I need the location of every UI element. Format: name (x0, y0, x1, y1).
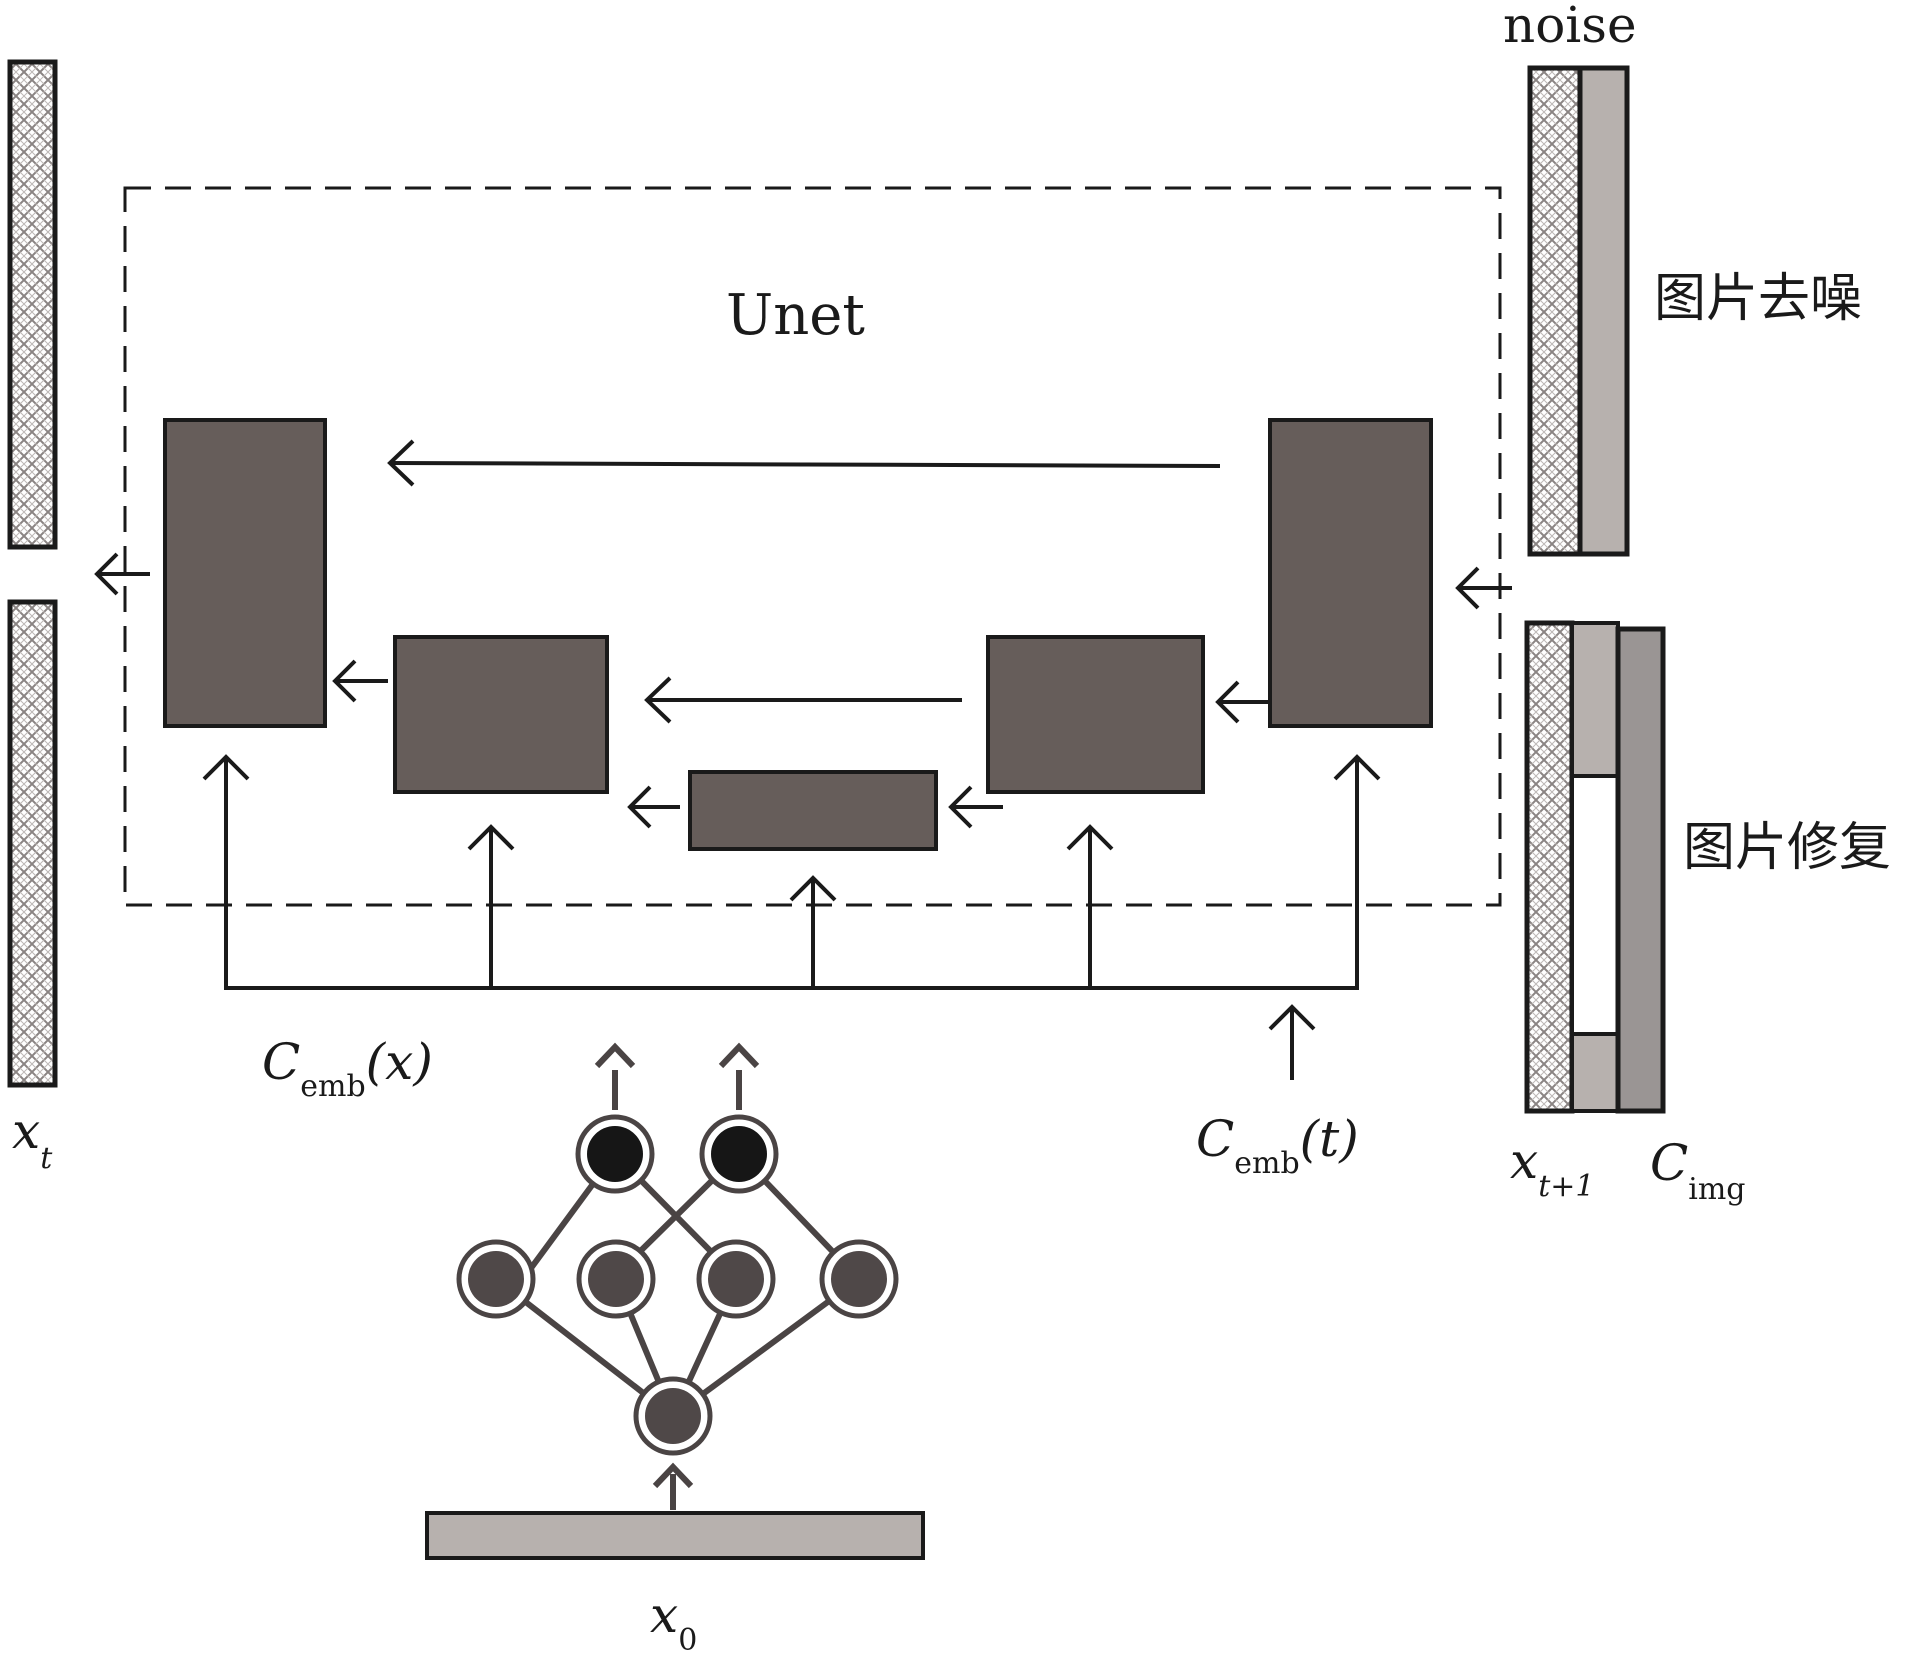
output-neurons (575, 1114, 779, 1194)
inpaint-mask-region (1570, 774, 1620, 1036)
arrow-to-output-head (94, 552, 119, 596)
hidden-neurons (456, 1239, 899, 1319)
flow-arrows (94, 439, 1512, 829)
condition-image-bar (1615, 626, 1666, 1114)
task-label-inpaint: 图片修复 (1683, 818, 1891, 878)
label-x-t: xt (12, 1102, 53, 1176)
denoise-input-group: noise 图片去噪 (1503, 0, 1862, 557)
decoder-block-medium (393, 635, 609, 794)
bus-arrowhead-2 (467, 824, 515, 851)
decoder-block-large (163, 418, 327, 728)
input-x0-bar (425, 1511, 925, 1560)
noise-label: noise (1503, 0, 1637, 54)
encoder-block-medium (986, 635, 1205, 794)
label-x-t1: xt+1 (1510, 1132, 1594, 1204)
timestep-embedding-arrow-head (1268, 1004, 1316, 1031)
label-c-emb-x: Cemb(x) (262, 1033, 433, 1104)
denoise-noise-strip (1577, 65, 1630, 557)
bus-arrowhead-4 (1066, 824, 1114, 851)
output-xt-group: xt (7, 59, 58, 1176)
bus-arrowhead-5 (1333, 754, 1381, 781)
skip-connection-middle-head (644, 676, 672, 724)
task-label-denoise: 图片去噪 (1654, 269, 1862, 329)
arrow-to-decoder-medium-head (627, 785, 652, 829)
encoder-block-large (1268, 418, 1433, 728)
unet-blocks (163, 418, 1433, 851)
skip-connection-top (389, 461, 1221, 468)
input-neuron (633, 1376, 713, 1456)
output-noise-bar-bottom (7, 599, 58, 1088)
condition-encoder-network: x0 (425, 1042, 925, 1658)
output-noise-bar-top (7, 59, 58, 550)
bus-arrowhead-3 (789, 875, 837, 902)
network-arrowheads (594, 1042, 760, 1489)
label-c-img: Cimg (1650, 1134, 1746, 1207)
inpaint-input-group: 图片修复 xt+1 Cimg (1510, 620, 1891, 1207)
inpaint-noise-bar (1524, 620, 1575, 1114)
bus-line (224, 760, 1359, 990)
arrow-to-encoder-medium-head (1215, 680, 1240, 724)
denoise-noise-bar (1527, 65, 1583, 557)
arrow-to-bottleneck-head (948, 785, 973, 829)
inpaint-masked-image-top (1570, 621, 1620, 778)
unet-label: Unet (726, 283, 865, 348)
conditioning-bus (202, 754, 1381, 1080)
arrow-to-encoder-large-head (1455, 566, 1480, 610)
label-x-0: x0 (650, 1586, 697, 1654)
inpaint-masked-image-bottom (1570, 1032, 1620, 1113)
skip-connection-top-head (387, 439, 415, 487)
arrow-to-decoder-large-head (332, 659, 357, 703)
label-c-emb-t: Cemb(t) (1196, 1110, 1359, 1181)
bus-arrowhead-1 (202, 754, 250, 781)
bottleneck-block (688, 770, 938, 851)
